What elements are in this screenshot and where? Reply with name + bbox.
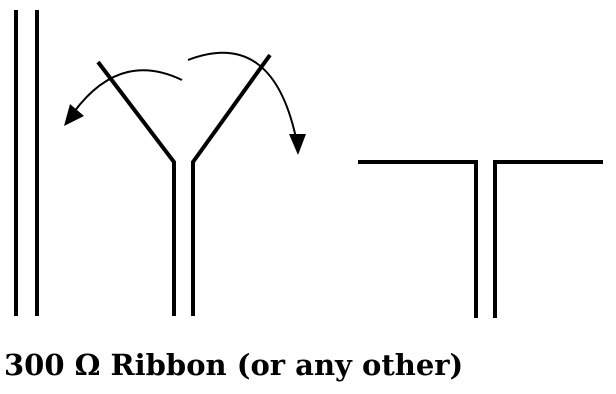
rotate-right-arm-outward-arrow <box>187 51 306 155</box>
diagram-caption: 300 Ω Ribbon (or any other) <box>4 348 463 382</box>
right-arrow-curve <box>187 51 297 139</box>
y-left-arm <box>96 60 176 316</box>
straight-parallel-pair <box>14 10 39 316</box>
t-left-arm <box>358 160 478 318</box>
opened-y-shape <box>64 51 306 316</box>
y-right-arm <box>191 53 272 316</box>
fully-opened-t-dipole <box>358 160 603 318</box>
t-right-arm <box>493 160 603 318</box>
left-arrow-curve <box>73 69 183 113</box>
right-arrow-head <box>289 134 306 155</box>
rotate-left-arm-outward-arrow <box>64 69 183 126</box>
left-arrow-head <box>64 104 84 126</box>
